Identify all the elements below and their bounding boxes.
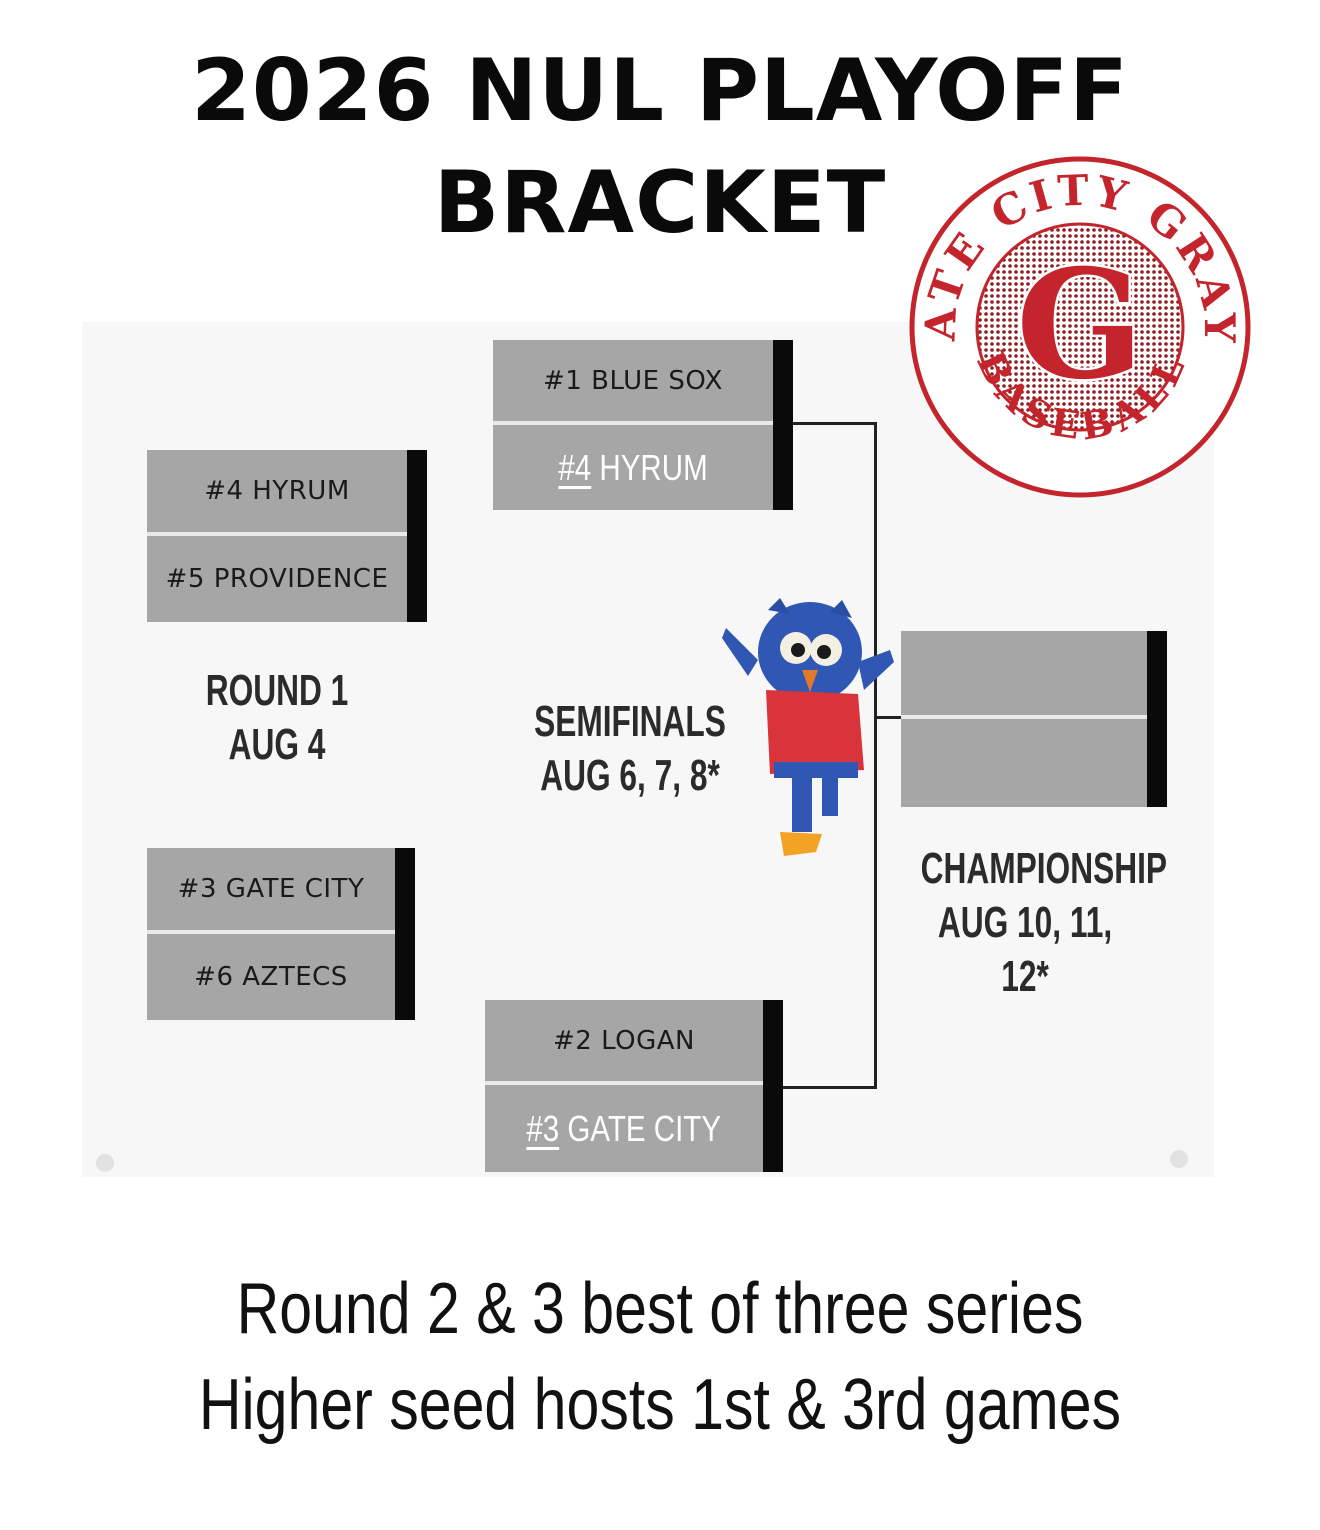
semifinal-matchup-1: #1 BLUE SOX #4 HYRUM	[493, 340, 793, 510]
team-name: GATE CITY	[559, 1107, 722, 1149]
footer-text: Round 2 & 3 best of three series	[236, 1269, 1084, 1349]
decorative-dot	[1170, 1150, 1188, 1168]
footer-text: Higher seed hosts 1st & 3rd games	[198, 1365, 1122, 1445]
slot-divider	[493, 421, 773, 425]
logo-letter: G	[1016, 237, 1144, 413]
matchup-bar	[407, 450, 427, 622]
team-name: HYRUM	[591, 446, 708, 488]
page-title-line2: BRACKET	[433, 153, 887, 253]
round-name: ROUND 1	[205, 666, 349, 715]
matchup-bar	[1147, 631, 1167, 807]
round-name: CHAMPIONSHIP	[920, 844, 1168, 893]
team-slot	[901, 719, 1147, 807]
connector-line	[874, 422, 877, 1089]
slot-divider	[485, 1081, 763, 1085]
team-slot: #1 BLUE SOX	[493, 340, 773, 421]
connector-line	[793, 422, 877, 425]
team-slot-winner: #4 HYRUM	[493, 425, 773, 510]
slot-divider	[901, 715, 1147, 719]
round1-matchup-1: #4 HYRUM #5 PROVIDENCE	[147, 450, 427, 622]
connector-line	[783, 1086, 877, 1089]
round1-matchup-2: #3 GATE CITY #6 AZTECS	[147, 848, 415, 1020]
matchup-bar	[773, 340, 793, 510]
owl-mascot-image	[722, 598, 894, 856]
team-slot: #4 HYRUM	[147, 450, 407, 532]
slot-divider	[147, 930, 395, 934]
team-slot: #2 LOGAN	[485, 1000, 763, 1081]
round-date: AUG 6, 7, 8*	[540, 751, 720, 800]
matchup-bar	[763, 1000, 783, 1172]
footer-line1: Round 2 & 3 best of three series	[0, 1268, 1320, 1350]
footer-line2: Higher seed hosts 1st & 3rd games	[0, 1364, 1320, 1446]
team-slot: #6 AZTECS	[147, 934, 395, 1020]
seed-number: #4	[558, 446, 592, 488]
round-name: SEMIFINALS	[534, 697, 726, 746]
connector-line	[874, 716, 901, 719]
team-slot: #5 PROVIDENCE	[147, 536, 407, 622]
gate-city-grays-logo: GATE CITY GRAYS BASEBALL G	[905, 155, 1251, 498]
round-date: AUG 4	[228, 720, 326, 769]
page-title-line1: 2026 NUL PLAYOFF	[191, 41, 1129, 141]
round-date: AUG 10, 11, 12*	[937, 898, 1113, 1001]
matchup-bar	[395, 848, 415, 1020]
semifinal-matchup-2: #2 LOGAN #3 GATE CITY	[485, 1000, 783, 1172]
semifinals-label: SEMIFINALS AUG 6, 7, 8*	[480, 695, 780, 803]
team-slot-winner: #3 GATE CITY	[485, 1085, 763, 1172]
team-slot: #3 GATE CITY	[147, 848, 395, 930]
team-slot	[901, 631, 1147, 715]
round1-label: ROUND 1 AUG 4	[147, 664, 407, 772]
slot-divider	[147, 532, 407, 536]
championship-matchup	[901, 631, 1167, 807]
seed-number: #3	[526, 1107, 560, 1149]
decorative-dot	[96, 1154, 114, 1172]
championship-label: CHAMPIONSHIP AUG 10, 11, 12*	[880, 842, 1170, 1004]
